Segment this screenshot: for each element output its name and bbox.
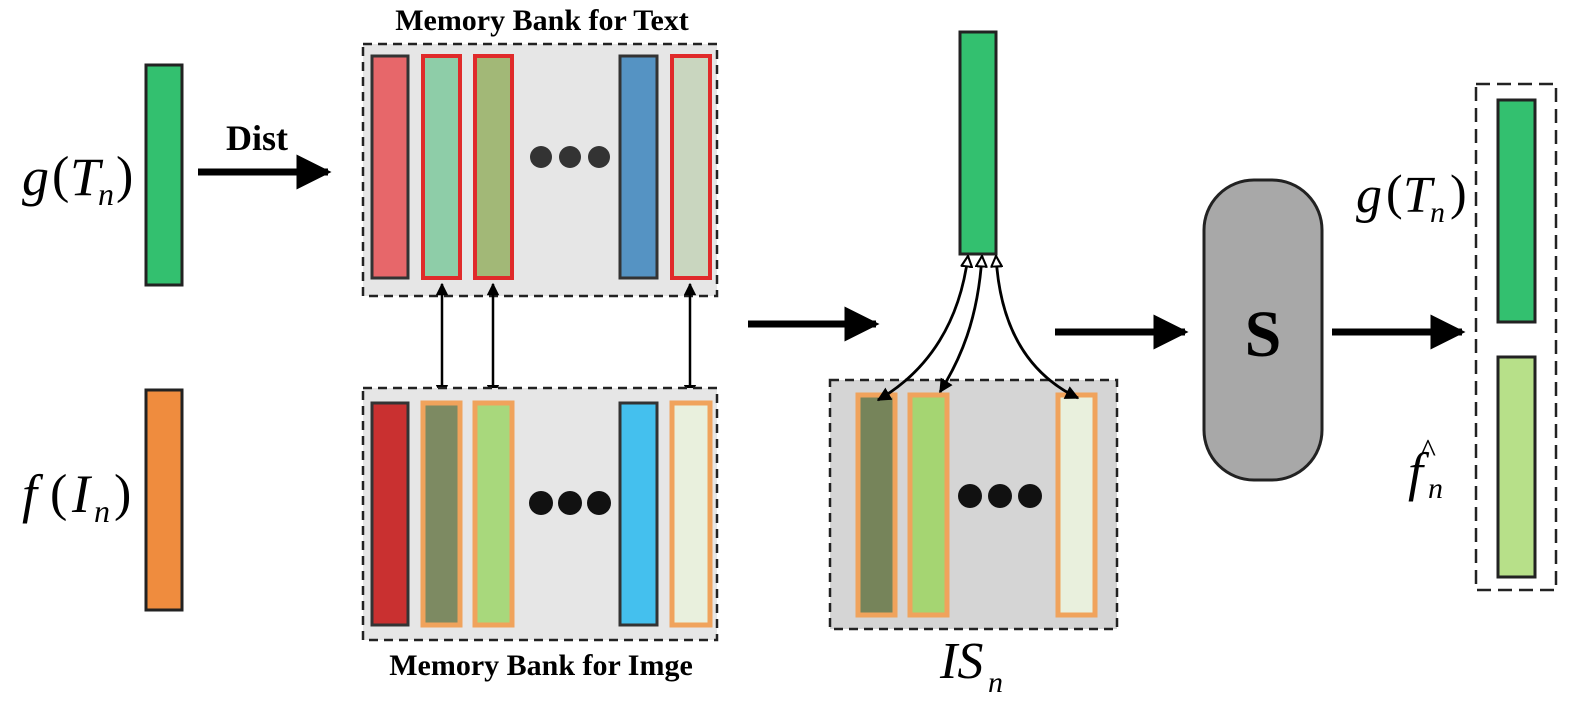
is-slot-3 bbox=[1055, 392, 1098, 618]
image-bank-slot-4 bbox=[618, 401, 659, 627]
paren-open: ( bbox=[52, 147, 69, 204]
image-bank-slot-2 bbox=[420, 400, 463, 628]
text-bank-ellipsis bbox=[530, 146, 610, 168]
text-bank-slot-3 bbox=[473, 54, 514, 280]
image-bank-slot-1 bbox=[370, 401, 410, 627]
curved-arrow-2 bbox=[938, 256, 982, 392]
paren-close: ) bbox=[1450, 164, 1467, 220]
text-bank-slot-5 bbox=[670, 54, 712, 280]
text-feature-bar bbox=[144, 63, 184, 287]
f-hat-label: f ^ n bbox=[1408, 433, 1443, 505]
text-bank-slot-1 bbox=[370, 54, 410, 280]
t-var-label: T bbox=[1403, 167, 1435, 224]
image-embedding-label: f ( I n ) bbox=[22, 464, 131, 529]
f-func-label: f bbox=[22, 464, 44, 524]
image-bank-slot-3 bbox=[472, 400, 515, 628]
output-fused-feature-bar bbox=[1496, 355, 1537, 579]
text-bank-slot-4 bbox=[618, 54, 659, 280]
n-subscript: n bbox=[98, 176, 114, 212]
n-subscript: n bbox=[94, 493, 110, 529]
is-slot-1 bbox=[855, 392, 898, 618]
paren-open: ( bbox=[50, 465, 67, 522]
image-bank-ellipsis bbox=[529, 491, 611, 515]
text-bank-title: Memory Bank for Text bbox=[395, 4, 689, 37]
is-bank-ellipsis bbox=[958, 484, 1042, 508]
s-module-label: S bbox=[1245, 298, 1282, 371]
is-slot-2 bbox=[907, 392, 950, 618]
paren-close: ) bbox=[114, 465, 131, 522]
n-subscript: n bbox=[1430, 196, 1445, 229]
t-var-label: T bbox=[70, 147, 104, 207]
image-feature-bar bbox=[144, 388, 184, 612]
text-bank-slot-2 bbox=[421, 54, 462, 280]
paren-open: ( bbox=[1386, 164, 1403, 220]
paren-close: ) bbox=[116, 147, 133, 204]
output-text-label: g ( T n ) bbox=[1356, 164, 1467, 229]
text-embedding-label: g ( T n ) bbox=[22, 147, 133, 212]
query-text-feature-bar bbox=[958, 30, 998, 256]
image-bank-title: Memory Bank for Imge bbox=[389, 649, 693, 682]
curved-arrow-1 bbox=[878, 256, 968, 402]
i-var-label: I bbox=[71, 464, 93, 524]
is-label: IS bbox=[939, 633, 983, 690]
s-module bbox=[1202, 178, 1324, 482]
image-bank-slot-5 bbox=[669, 400, 713, 628]
n-subscript: n bbox=[1428, 472, 1443, 505]
g-func-label: g bbox=[1356, 167, 1382, 224]
n-subscript: n bbox=[988, 666, 1003, 699]
output-text-feature-bar bbox=[1496, 98, 1537, 324]
text-memory-bank bbox=[361, 42, 719, 298]
curved-arrow-3 bbox=[996, 256, 1078, 400]
dist-label: Dist bbox=[226, 118, 288, 158]
g-func-label: g bbox=[22, 147, 49, 207]
hat-accent: ^ bbox=[1420, 433, 1436, 470]
is-n-label: IS n bbox=[939, 633, 1003, 699]
